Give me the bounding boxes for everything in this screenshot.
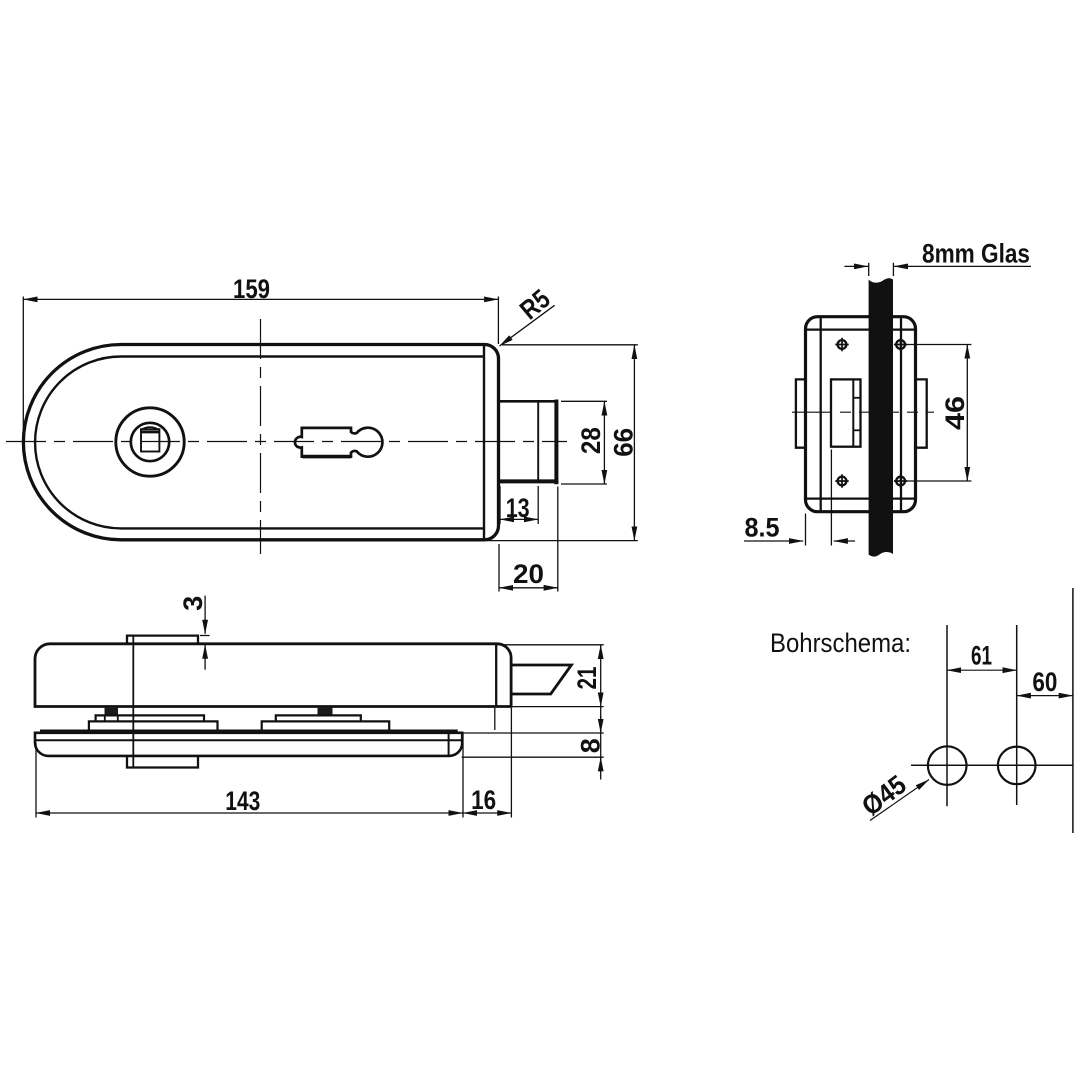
svg-text:60: 60 xyxy=(1032,667,1057,697)
svg-text:61: 61 xyxy=(971,641,992,671)
svg-text:8mm Glas: 8mm Glas xyxy=(922,239,1030,269)
svg-text:46: 46 xyxy=(940,396,970,430)
svg-text:143: 143 xyxy=(225,786,260,816)
svg-text:66: 66 xyxy=(608,428,638,457)
svg-text:28: 28 xyxy=(576,427,606,454)
svg-text:Bohrschema:: Bohrschema: xyxy=(770,628,911,658)
svg-text:8.5: 8.5 xyxy=(745,513,780,543)
svg-text:159: 159 xyxy=(233,274,270,304)
svg-text:8: 8 xyxy=(575,738,605,753)
svg-text:20: 20 xyxy=(513,559,544,589)
svg-text:3: 3 xyxy=(178,596,208,611)
svg-text:16: 16 xyxy=(471,785,496,815)
svg-text:13: 13 xyxy=(506,493,530,523)
svg-text:21: 21 xyxy=(572,667,602,690)
